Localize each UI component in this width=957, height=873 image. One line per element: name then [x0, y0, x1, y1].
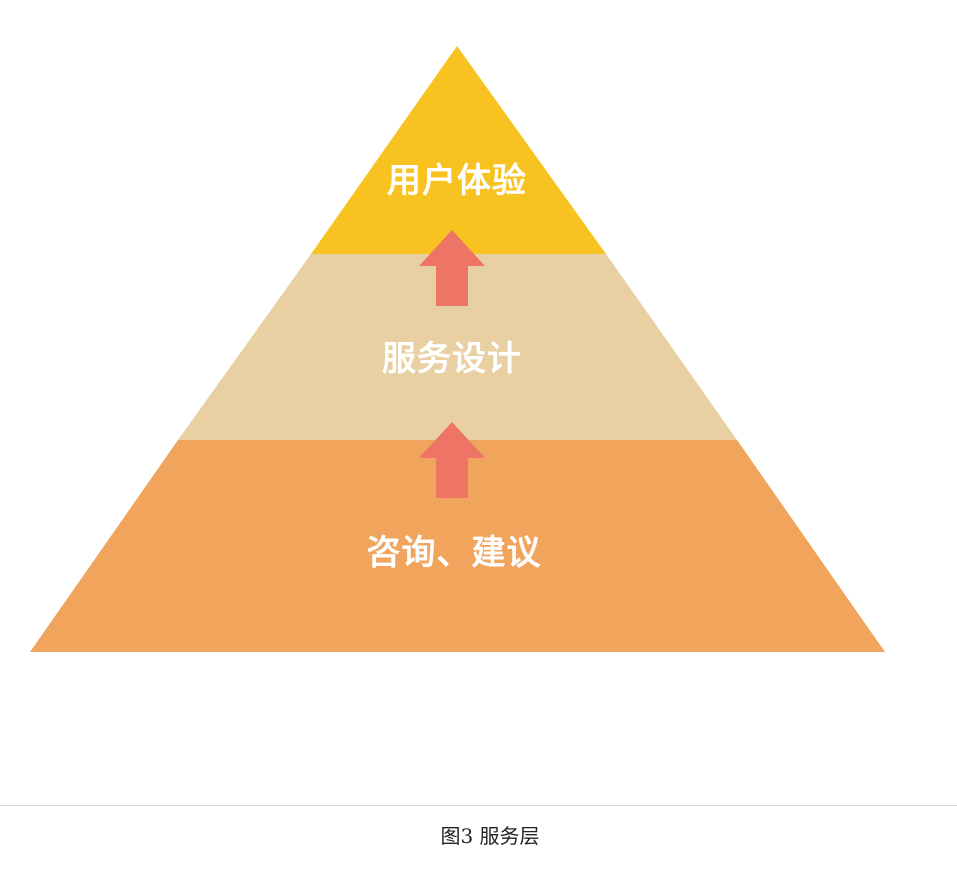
- caption-divider: [0, 805, 957, 806]
- up-arrow-icon: [419, 230, 485, 306]
- pyramid-layer-bottom: [30, 440, 885, 652]
- layer-label-bottom: 咨询、建议: [367, 533, 542, 573]
- pyramid-layer-middle: [178, 254, 737, 440]
- layer-label-middle: 服务设计: [382, 339, 522, 379]
- pyramid-layer-top: [311, 46, 606, 254]
- up-arrow-icon: [419, 422, 485, 498]
- layer-label-top: 用户体验: [387, 161, 527, 201]
- figure-caption: 图3 服务层: [440, 824, 540, 848]
